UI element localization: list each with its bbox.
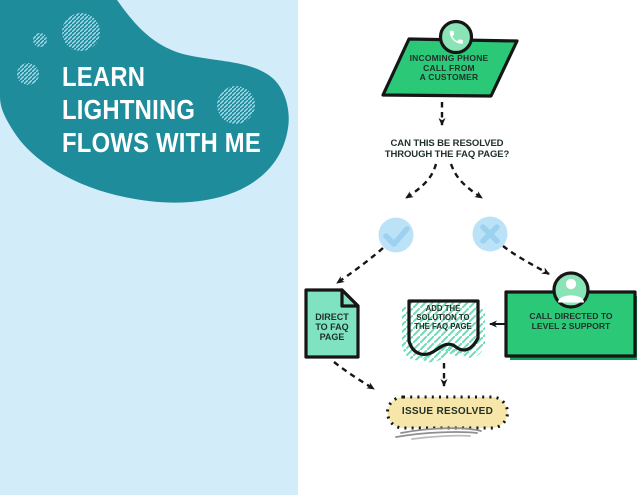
- checkmark-icon: [378, 217, 414, 253]
- faq-node-label: DIRECT TO FAQ PAGE: [315, 312, 349, 342]
- hatched-circle-decoration: [62, 13, 100, 51]
- faq-node-folded-corner: [340, 288, 360, 308]
- support-node-label: CALL DIRECTED TO LEVEL 2 SUPPORT: [529, 311, 613, 331]
- arrow-faq-to-end: [333, 361, 375, 391]
- hatched-circle-decoration: [17, 63, 39, 85]
- teal-blob: [0, 0, 289, 203]
- start-node-shape: [381, 37, 519, 98]
- decision-question-label: CAN THIS BE RESOLVED THROUGH THE FAQ PAG…: [384, 138, 510, 160]
- arrow-no-to-support: [502, 245, 550, 276]
- arrow-yes-to-faq: [336, 247, 384, 284]
- phone-icon-glyph: [449, 30, 463, 44]
- person-icon: [552, 271, 590, 309]
- page-title: LEARN LIGHTNING FLOWS WITH ME: [62, 61, 261, 158]
- start-node-label: INCOMING PHONE CALL FROM A CUSTOMER: [409, 53, 489, 83]
- arrow-question-to-yes: [405, 163, 438, 199]
- cross-glyph: [480, 224, 500, 244]
- end-node-label: ISSUE RESOLVED: [401, 406, 494, 417]
- hatched-circle-decoration: [33, 33, 47, 47]
- solution-node-shape: [402, 299, 485, 363]
- hatched-circle-decoration: [217, 86, 255, 124]
- checkmark-glyph: [383, 226, 410, 247]
- phone-icon: [438, 19, 474, 55]
- underline-scribble: [395, 427, 482, 440]
- arrow-question-to-no: [449, 163, 483, 199]
- solution-node-label: ADD THE SOLUTION TO THE FAQ PAGE: [414, 304, 472, 331]
